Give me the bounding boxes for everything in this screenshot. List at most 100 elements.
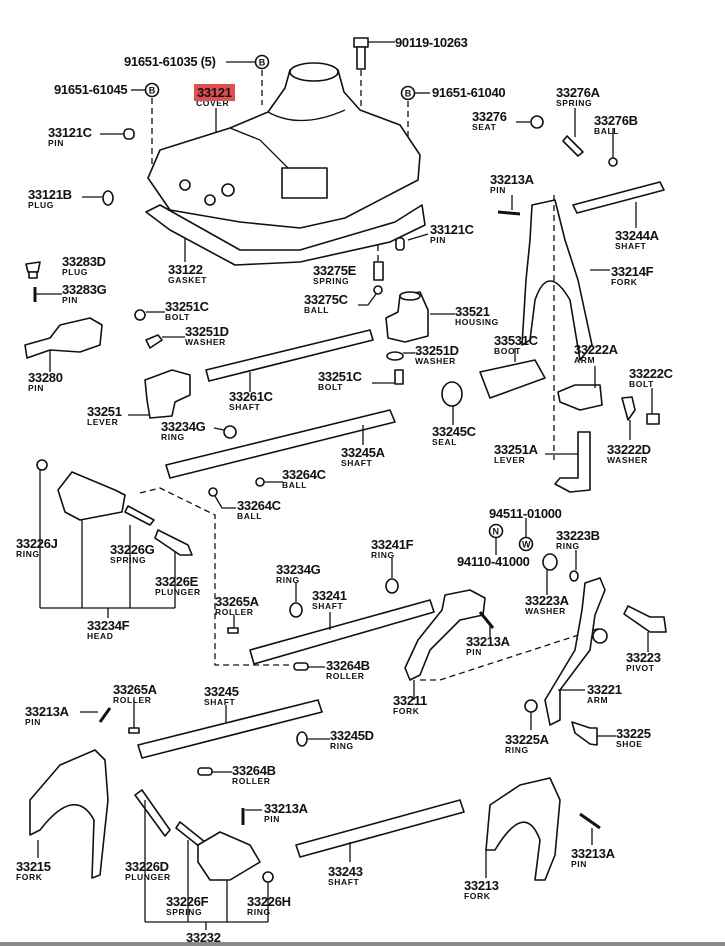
shaft-33243	[295, 799, 465, 862]
part-name: GASKET	[168, 275, 208, 285]
circled-symbol-b-right: B	[400, 85, 430, 145]
part-name: FORK	[611, 277, 638, 287]
part-name: PIN	[571, 859, 587, 869]
part-number: 33223B	[556, 528, 600, 543]
label-33232-assembly[interactable]: 33232	[186, 931, 221, 944]
circled-symbol-b-top: B	[226, 54, 270, 105]
label-94110-41000[interactable]: 94110-41000	[457, 555, 530, 568]
part-number: 33225	[616, 726, 651, 741]
part-number: 33214F	[611, 264, 654, 279]
pin-33280	[24, 317, 103, 372]
part-name: HOUSING	[455, 317, 499, 327]
part-name: RING	[330, 741, 354, 751]
pin-33213a-low-mid	[241, 808, 262, 825]
part-number: 33251D	[185, 324, 229, 339]
label-91651-61045[interactable]: 91651-61045	[54, 83, 128, 96]
part-name: WASHER	[525, 606, 566, 616]
pin-33121c-left	[100, 128, 135, 140]
assembly-33232	[134, 789, 274, 930]
part-name: PIN	[490, 185, 506, 195]
bolt-90119-10263	[353, 37, 395, 118]
part-name: SHAFT	[229, 402, 261, 412]
label-91651-61040[interactable]: 91651-61040	[432, 86, 506, 99]
svg-text:N: N	[493, 527, 500, 537]
pin-33213a-low-right	[579, 812, 601, 845]
lever-33251a	[545, 431, 591, 493]
part-number: 33121C	[48, 125, 92, 140]
label-91651-61035[interactable]: 91651-61035 (5)	[124, 55, 216, 68]
label-90119-10263[interactable]: 90119-10263	[395, 36, 468, 49]
housing-33521	[385, 291, 455, 343]
part-number: 33275C	[304, 292, 348, 307]
part-name: PLUNGER	[155, 587, 201, 597]
part-number: 33276A	[556, 85, 600, 100]
spring-33276a	[562, 108, 584, 157]
label-94511-01000[interactable]: 94511-01000	[489, 507, 562, 520]
part-number: 33221	[587, 682, 622, 697]
